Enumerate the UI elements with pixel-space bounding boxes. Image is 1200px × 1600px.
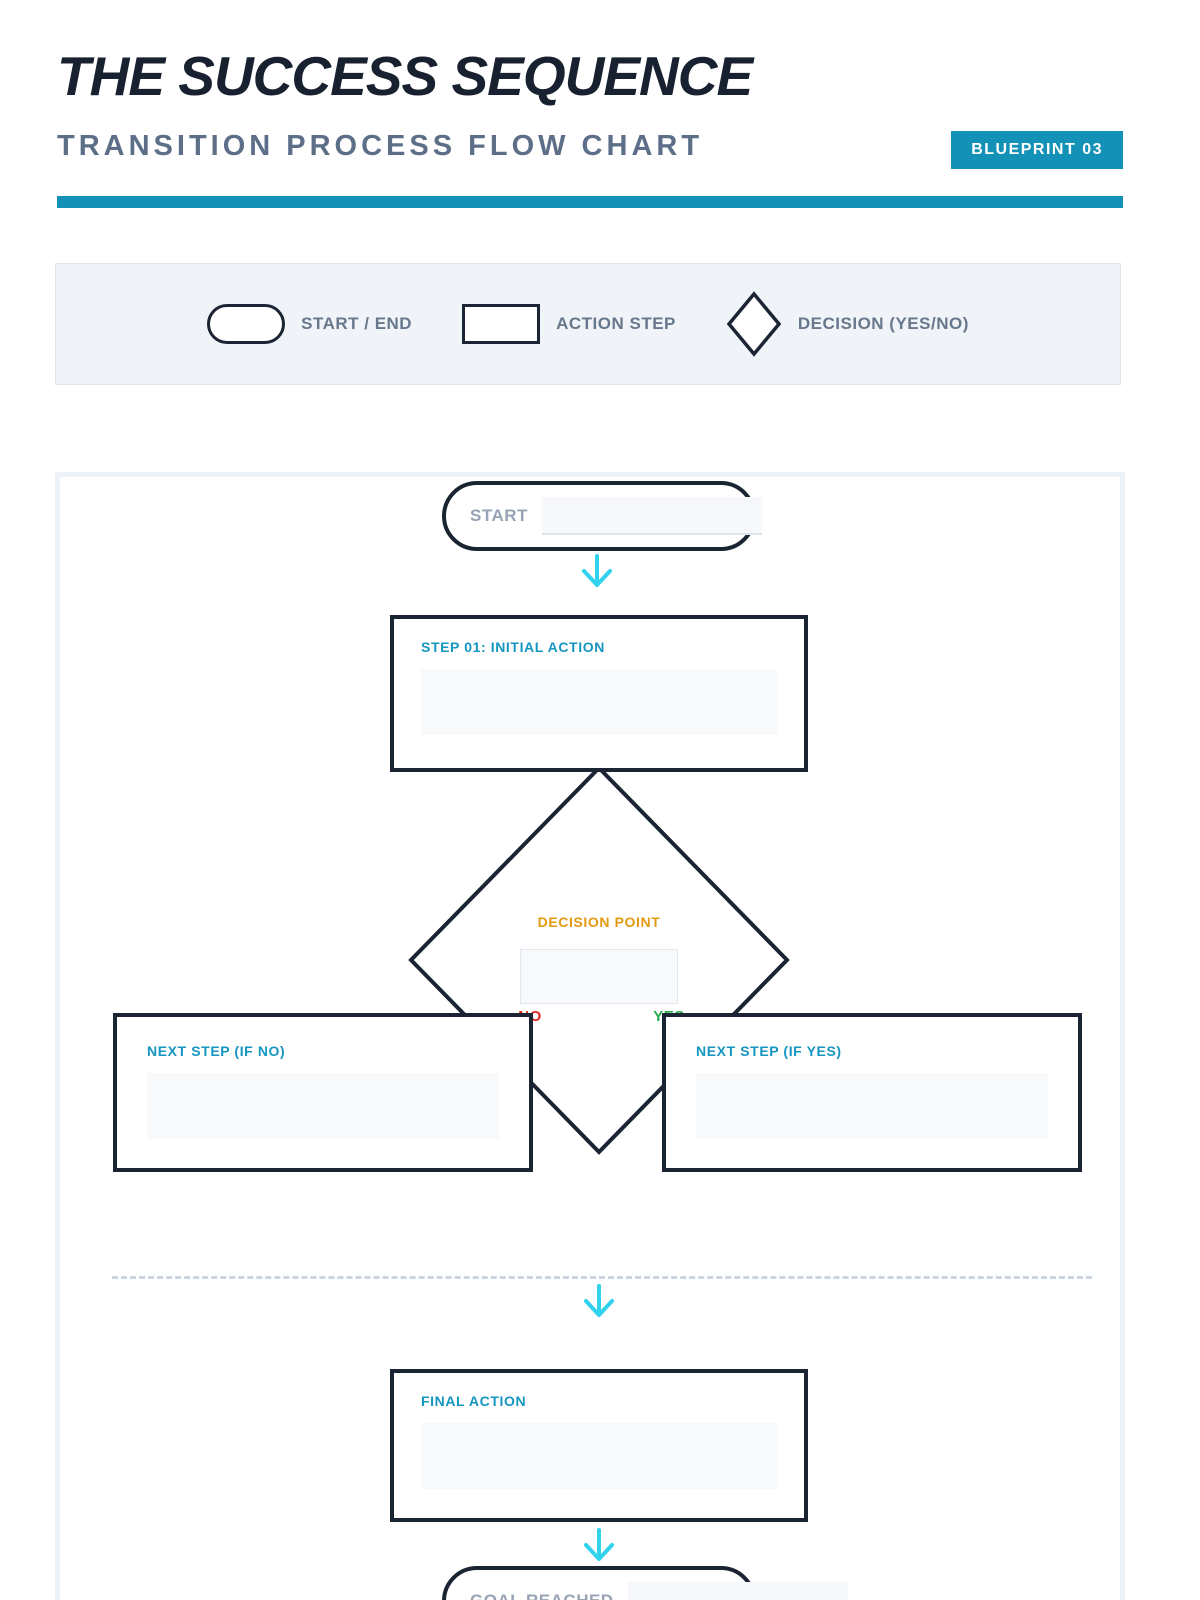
legend-label: ACTION STEP — [556, 314, 676, 333]
next-step-yes-label: NEXT STEP (IF YES) — [696, 1043, 842, 1059]
final-action-label: FINAL ACTION — [421, 1393, 527, 1409]
next-step-no-node: NEXT STEP (IF NO) — [113, 1013, 533, 1172]
decision-label: DECISION POINT — [537, 914, 661, 930]
legend-panel: START / END ACTION STEP DECISION (YES/NO… — [55, 263, 1121, 385]
step1-label: STEP 01: INITIAL ACTION — [421, 639, 605, 655]
start-node-label: START — [470, 506, 528, 525]
down-arrow-icon — [582, 554, 612, 587]
next-step-no-textarea[interactable] — [147, 1073, 499, 1139]
legend-label: START / END — [301, 314, 413, 333]
decision-input[interactable] — [520, 949, 678, 1004]
pill-shape-icon — [207, 304, 286, 344]
next-step-no-label: NEXT STEP (IF NO) — [147, 1043, 286, 1059]
final-action-textarea[interactable] — [421, 1423, 777, 1489]
rect-shape-icon — [462, 304, 541, 344]
page-title: THE SUCCESS SEQUENCE — [57, 45, 753, 107]
final-action-node: FINAL ACTION — [390, 1369, 808, 1522]
down-arrow-icon — [584, 1284, 614, 1317]
legend-item-action-step: ACTION STEP — [462, 304, 676, 344]
legend-label: DECISION (YES/NO) — [797, 314, 969, 333]
goal-input[interactable] — [627, 1582, 848, 1600]
step1-textarea[interactable] — [421, 669, 777, 735]
legend-item-decision: DECISION (YES/NO) — [726, 291, 969, 357]
next-step-yes-textarea[interactable] — [696, 1073, 1048, 1139]
page-subtitle: TRANSITION PROCESS FLOW CHART — [57, 130, 704, 162]
section-divider — [112, 1276, 1092, 1279]
goal-node: GOAL REACHED — [442, 1566, 848, 1600]
down-arrow-icon — [584, 1528, 614, 1561]
legend-item-start-end: START / END — [207, 304, 412, 344]
blueprint-badge: BLUEPRINT 03 — [951, 131, 1123, 169]
goal-node-label: GOAL REACHED — [446, 1591, 614, 1600]
start-input[interactable] — [541, 497, 762, 535]
accent-rule — [57, 196, 1123, 208]
next-step-yes-node: NEXT STEP (IF YES) — [662, 1013, 1082, 1172]
step1-node: STEP 01: INITIAL ACTION — [390, 615, 808, 772]
diamond-shape-icon — [726, 291, 782, 357]
start-node: START — [442, 481, 762, 551]
